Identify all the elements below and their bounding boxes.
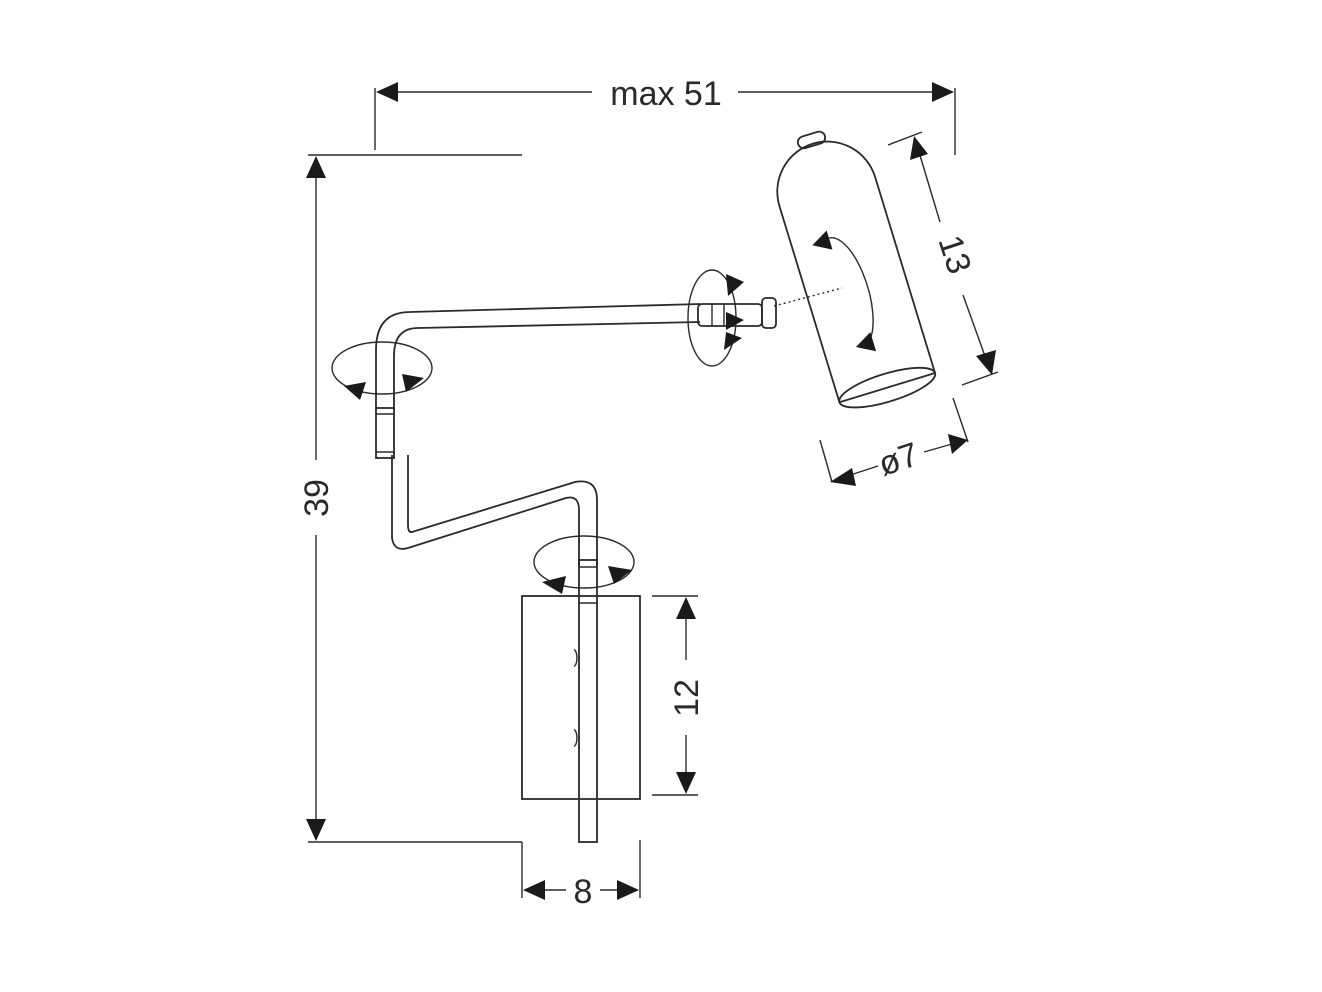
rotation-arrow-elbow-joint (331, 341, 433, 400)
dimension-backplate-width: 8 (521, 840, 641, 911)
lamp-arm (375, 297, 777, 843)
shade-diameter-label: ø7 (874, 435, 923, 483)
dimension-height: 39 (298, 154, 522, 843)
dimension-shade-diameter: ø7 (819, 397, 969, 486)
dimension-max-width: max 51 (374, 75, 956, 155)
max-width-label: max 51 (610, 75, 722, 113)
rotation-arrow-base-joint (533, 535, 635, 594)
wall-backplate (521, 595, 641, 800)
dimension-shade-length: 13 (887, 131, 999, 386)
shade-length-label: 13 (931, 231, 979, 279)
dimension-backplate-height: 12 (652, 595, 706, 796)
lamp-shade (776, 130, 937, 409)
height-label: 39 (298, 479, 336, 517)
rotation-arrow-shade-joint (687, 269, 744, 367)
backplate-height-label: 12 (668, 679, 706, 717)
backplate-width-label: 8 (574, 873, 593, 911)
